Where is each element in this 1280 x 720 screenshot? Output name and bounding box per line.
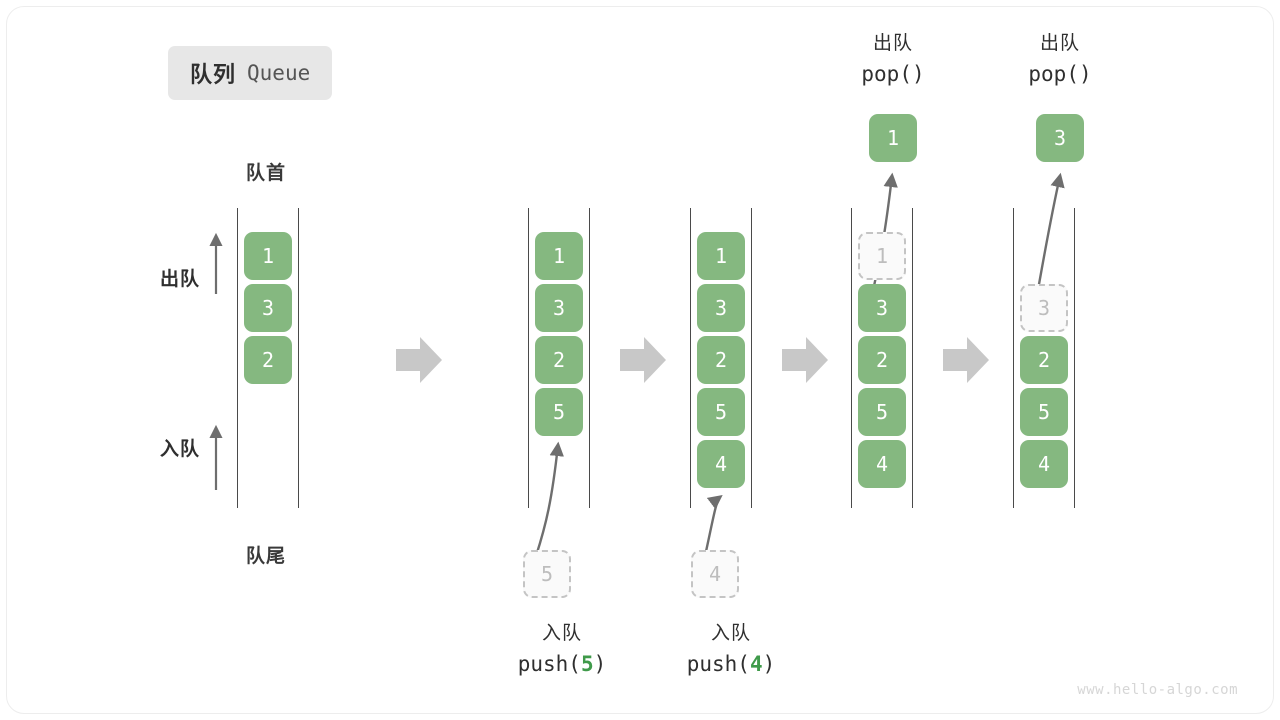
queue-cell: 3: [697, 284, 745, 332]
queue-cell: 4: [858, 440, 906, 488]
queue-column-after-push-4: 1 3 2 5 4: [690, 208, 752, 508]
rail-left: [528, 208, 529, 508]
queue-column-after-push-5: 1 3 2 5: [528, 208, 590, 508]
queue-cell: 3: [244, 284, 292, 332]
queue-cell: 5: [1020, 388, 1068, 436]
queue-cell: 5: [535, 388, 583, 436]
queue-head-label: 队首: [245, 163, 287, 184]
push-5-arg: 5: [580, 651, 594, 676]
rail-right: [298, 208, 299, 508]
queue-cell-ghost: 3: [1020, 284, 1068, 332]
watermark: www.hello-algo.com: [1077, 682, 1238, 698]
queue-cell: 1: [697, 232, 745, 280]
push-5-caption-code: push(5): [518, 649, 607, 681]
pop-3-caption-code: pop(): [1028, 61, 1092, 86]
queue-cell: 5: [858, 388, 906, 436]
push-4-arg: 4: [749, 651, 763, 676]
push-4-fn-close: ): [762, 651, 776, 676]
queue-cell: 4: [697, 440, 745, 488]
title-english: Queue: [247, 61, 311, 85]
queue-column-after-pop-3: 3 2 5 4: [1013, 208, 1075, 508]
push-4-caption-cn: 入队: [710, 623, 751, 644]
queue-cell: 5: [697, 388, 745, 436]
rail-right: [751, 208, 752, 508]
incoming-ghost-cell-5: 5: [523, 550, 571, 598]
diagram-card: [6, 6, 1274, 714]
rail-left: [690, 208, 691, 508]
queue-cell: 3: [535, 284, 583, 332]
queue-cell: 2: [244, 336, 292, 384]
rail-left: [851, 208, 852, 508]
queue-column-initial: 1 3 2: [237, 208, 299, 508]
push-5-fn: push(: [517, 651, 581, 676]
queue-cell-ghost: 1: [858, 232, 906, 280]
queue-cell: 3: [858, 284, 906, 332]
pop-1-caption: 出队 pop(): [861, 30, 924, 90]
popped-cell-1: 1: [869, 114, 917, 162]
queue-cell: 2: [858, 336, 906, 384]
pop-3-caption-cn: 出队: [1039, 33, 1080, 54]
queue-cell: 1: [244, 232, 292, 280]
push-4-caption: 入队 push(4): [687, 620, 776, 680]
push-5-fn-close: ): [593, 651, 607, 676]
queue-cell: 2: [1020, 336, 1068, 384]
pop-1-caption-cn: 出队: [872, 33, 913, 54]
rail-right: [589, 208, 590, 508]
push-5-caption-cn: 入队: [541, 623, 582, 644]
rail-left: [237, 208, 238, 508]
dequeue-direction-label: 出队: [159, 269, 200, 290]
queue-cell: 1: [535, 232, 583, 280]
pop-3-caption: 出队 pop(): [1028, 30, 1091, 90]
push-4-fn: push(: [686, 651, 750, 676]
queue-cell: 2: [535, 336, 583, 384]
push-5-caption: 入队 push(5): [518, 620, 607, 680]
pop-1-caption-code: pop(): [861, 61, 925, 86]
queue-cell: 4: [1020, 440, 1068, 488]
title-chinese: 队列: [190, 62, 237, 87]
diagram-title-badge: 队列 Queue: [168, 46, 333, 100]
queue-column-after-pop-1: 1 3 2 5 4: [851, 208, 913, 508]
rail-right: [912, 208, 913, 508]
enqueue-direction-label: 入队: [159, 439, 200, 460]
queue-cell: 2: [697, 336, 745, 384]
rail-left: [1013, 208, 1014, 508]
incoming-ghost-cell-4: 4: [691, 550, 739, 598]
rail-right: [1074, 208, 1075, 508]
queue-tail-label: 队尾: [245, 546, 287, 567]
popped-cell-3: 3: [1036, 114, 1084, 162]
push-4-caption-code: push(4): [687, 649, 776, 681]
